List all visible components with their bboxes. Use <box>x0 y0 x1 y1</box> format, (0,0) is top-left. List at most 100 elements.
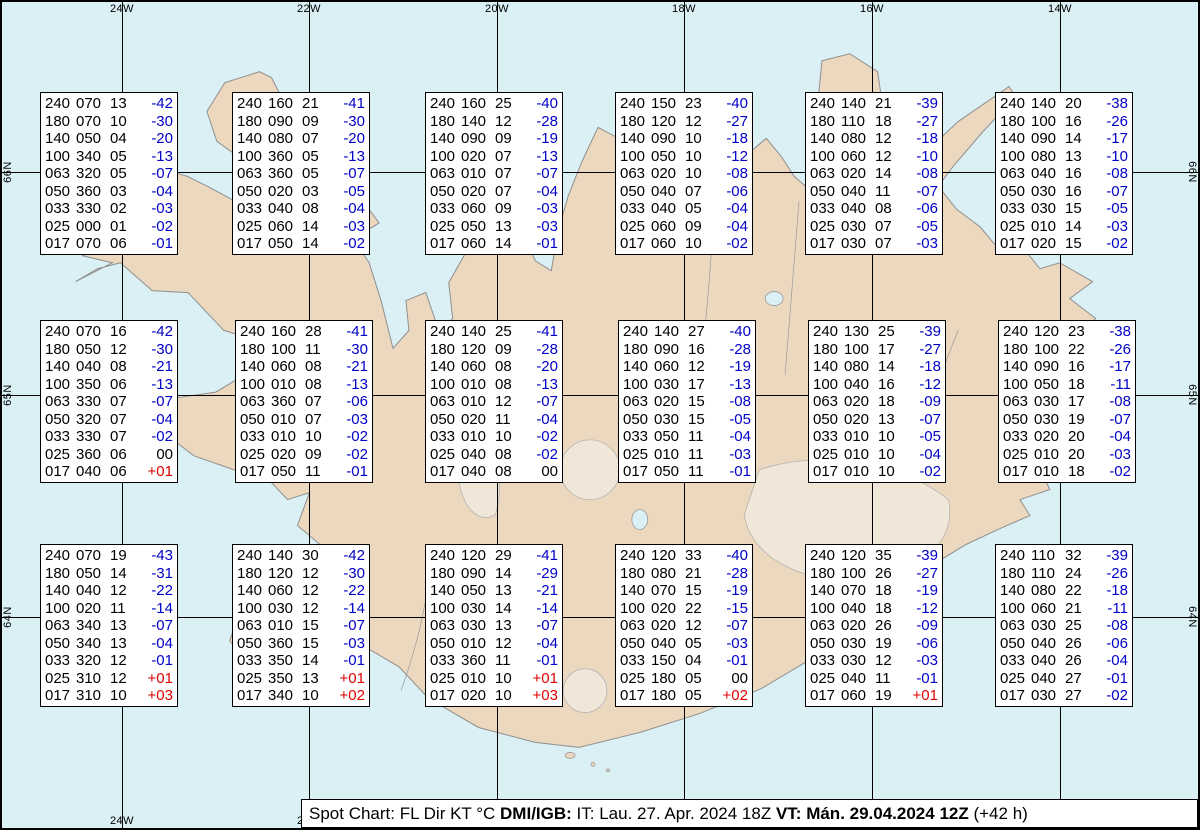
temp-value: -07 <box>916 182 938 200</box>
fl-value: 063 <box>430 393 456 410</box>
dir-value: 060 <box>651 217 677 235</box>
kt-value: 35 <box>875 547 892 564</box>
temp-value: -02 <box>536 445 558 463</box>
fl-value: 240 <box>237 95 263 112</box>
kt-value: 15 <box>688 410 705 428</box>
longitude-label-top: 16W <box>859 3 885 15</box>
fl-value: 025 <box>240 445 266 463</box>
fl-value: 240 <box>1000 547 1026 564</box>
dir-value: 120 <box>461 547 487 564</box>
kt-value: 09 <box>495 130 512 147</box>
fl-value: 100 <box>45 375 71 393</box>
temp-value: -26 <box>1106 564 1128 582</box>
dir-value: 030 <box>1031 200 1057 217</box>
dir-value: 050 <box>268 235 294 252</box>
dir-value: 040 <box>844 375 870 393</box>
temp-value: -09 <box>919 393 941 410</box>
kt-value: 05 <box>302 147 319 165</box>
fl-value: 063 <box>45 393 71 410</box>
dir-value: 020 <box>844 393 870 410</box>
temp-value: -18 <box>1106 582 1128 599</box>
temp-value: -02 <box>919 463 941 480</box>
kt-value: 07 <box>685 182 702 200</box>
fl-value: 063 <box>430 617 456 634</box>
temp-value: -03 <box>726 634 748 652</box>
temp-value: -38 <box>1109 323 1131 340</box>
temp-value: -03 <box>151 200 173 217</box>
temp-value: -18 <box>916 130 938 147</box>
dir-value: 340 <box>268 687 294 704</box>
kt-value: 12 <box>685 617 702 634</box>
fl-value: 140 <box>1003 358 1029 375</box>
temp-value: -04 <box>536 182 558 200</box>
dir-value: 360 <box>268 634 294 652</box>
dir-value: 080 <box>1031 147 1057 165</box>
fl-value: 100 <box>240 375 266 393</box>
temp-value: -21 <box>536 582 558 599</box>
fl-value: 240 <box>45 95 71 112</box>
fl-value: 140 <box>1000 582 1026 599</box>
temp-value: -27 <box>919 340 941 358</box>
dir-value: 140 <box>841 95 867 112</box>
dir-value: 070 <box>76 112 102 130</box>
dir-value: 020 <box>844 410 870 428</box>
fl-value: 100 <box>810 147 836 165</box>
fl-value: 140 <box>430 130 456 147</box>
dir-value: 010 <box>1034 445 1060 463</box>
fl-value: 063 <box>237 165 263 182</box>
kt-value: 16 <box>1065 112 1082 130</box>
fl-value: 140 <box>237 130 263 147</box>
fl-value: 240 <box>430 95 456 112</box>
dir-value: 150 <box>651 652 677 669</box>
fl-value: 140 <box>45 130 71 147</box>
kt-value: 10 <box>495 687 512 704</box>
dir-value: 360 <box>76 445 102 463</box>
fl-value: 100 <box>237 599 263 617</box>
temp-value: 00 <box>731 669 748 687</box>
fl-value: 033 <box>813 428 839 445</box>
dir-value: 020 <box>1031 235 1057 252</box>
fl-value: 025 <box>237 669 263 687</box>
kt-value: 16 <box>878 375 895 393</box>
fl-value: 033 <box>45 428 71 445</box>
kt-value: 05 <box>110 165 127 182</box>
dir-value: 160 <box>271 323 297 340</box>
dir-value: 050 <box>461 582 487 599</box>
kt-value: 16 <box>110 323 127 340</box>
temp-value: -39 <box>916 95 938 112</box>
temp-value: -01 <box>151 652 173 669</box>
dir-value: 040 <box>841 200 867 217</box>
temp-value: -13 <box>729 375 751 393</box>
kt-value: 12 <box>495 634 512 652</box>
kt-value: 14 <box>875 165 892 182</box>
fl-value: 025 <box>620 669 646 687</box>
temp-value: -39 <box>919 323 941 340</box>
dir-value: 010 <box>268 617 294 634</box>
dir-value: 070 <box>76 547 102 564</box>
temp-value: -28 <box>536 340 558 358</box>
dir-value: 010 <box>1031 217 1057 235</box>
kt-value: 10 <box>878 428 895 445</box>
